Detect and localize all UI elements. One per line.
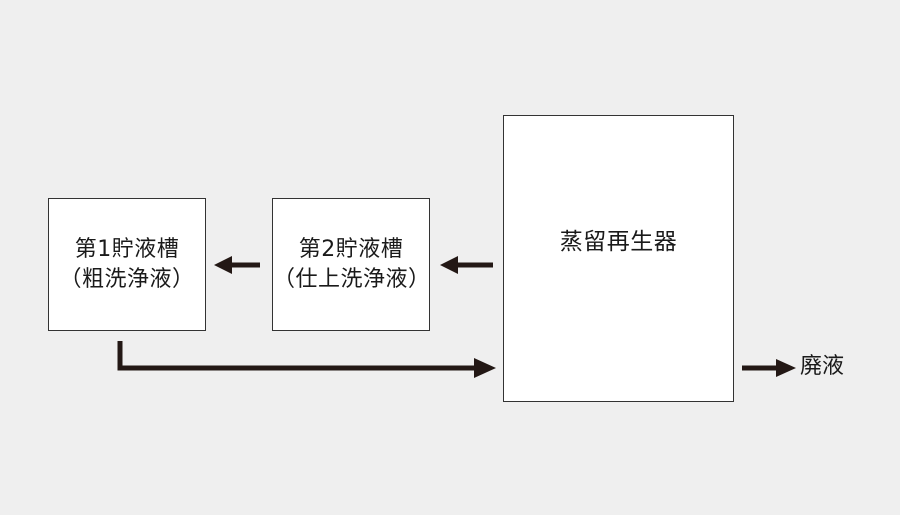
tank2-box: 第2貯液槽 （仕上洗浄液） bbox=[272, 198, 430, 331]
waste-label: 廃液 bbox=[800, 354, 845, 379]
tank1-box: 第1貯液槽 （粗洗浄液） bbox=[48, 198, 206, 331]
tank1-subtitle: （粗洗浄液） bbox=[59, 266, 195, 292]
tank2-title: 第2貯液槽 bbox=[298, 236, 404, 262]
tank1-title: 第1貯液槽 bbox=[74, 236, 180, 262]
tank2-subtitle: （仕上洗浄液） bbox=[273, 266, 431, 292]
regenerator-box: 蒸留再生器 bbox=[503, 115, 734, 402]
arrow-regen-to-waste bbox=[742, 359, 796, 377]
arrow-tank2-to-tank1 bbox=[214, 256, 260, 274]
arrow-regen-to-tank2 bbox=[440, 256, 493, 274]
regenerator-title: 蒸留再生器 bbox=[559, 228, 678, 255]
arrow-tank1-to-regen bbox=[117, 341, 496, 378]
